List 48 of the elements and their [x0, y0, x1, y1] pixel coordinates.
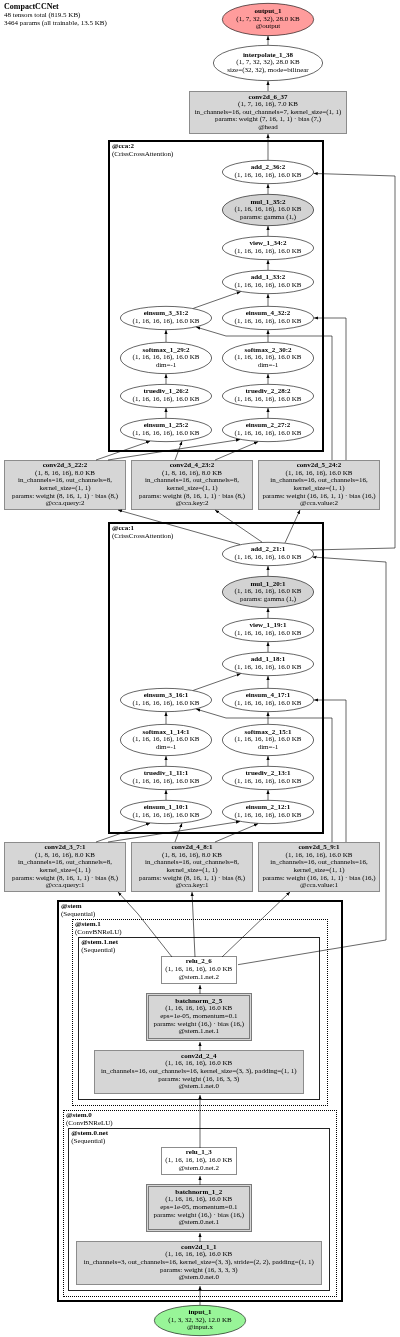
- module-frame: [108, 522, 324, 834]
- layer-box: [160, 955, 237, 984]
- operation-ellipse: [222, 270, 314, 294]
- layer-box: [4, 460, 126, 510]
- operation-ellipse: [222, 652, 314, 676]
- operation-ellipse: [222, 384, 314, 408]
- operation-ellipse: [222, 236, 314, 260]
- diagram-title: CompactCCNet: [4, 2, 59, 11]
- layer-box: [75, 1240, 322, 1285]
- layer-box: [258, 842, 380, 892]
- layer-box: [145, 1183, 252, 1232]
- layer-box: [258, 460, 380, 510]
- module-frame: [72, 919, 328, 1106]
- operation-ellipse: [222, 418, 314, 442]
- operation-ellipse: [120, 306, 212, 330]
- operation-ellipse: [120, 342, 212, 374]
- operation-ellipse: [222, 766, 314, 790]
- operation-ellipse: [120, 418, 212, 442]
- layer-box: [189, 91, 347, 134]
- operation-ellipse: [120, 724, 212, 756]
- operation-ellipse: [222, 800, 314, 824]
- operation-ellipse: [120, 384, 212, 408]
- operation-ellipse: [120, 688, 212, 712]
- operation-ellipse: [120, 800, 212, 824]
- operation-ellipse: [222, 542, 314, 566]
- operation-ellipse: [222, 194, 314, 226]
- operation-ellipse: [222, 724, 314, 756]
- operation-ellipse: [222, 576, 314, 608]
- operation-ellipse: [222, 306, 314, 330]
- layer-box: [160, 1146, 237, 1175]
- module-frame: [78, 937, 321, 1101]
- operation-ellipse: [213, 45, 323, 81]
- operation-ellipse: [222, 342, 314, 374]
- input-ellipse: [154, 1305, 246, 1336]
- operation-ellipse: [222, 618, 314, 642]
- layer-box: [131, 460, 253, 510]
- layer-box: [4, 842, 126, 892]
- operation-ellipse: [222, 160, 314, 184]
- module-frame: [57, 900, 343, 1302]
- module-frame: [68, 1128, 331, 1292]
- output-ellipse: [222, 3, 314, 36]
- module-frame: [63, 1110, 337, 1297]
- layer-box: [131, 842, 253, 892]
- operation-ellipse: [222, 688, 314, 712]
- module-frame: [108, 140, 324, 452]
- layer-box: [93, 1049, 304, 1094]
- layer-box: [145, 992, 252, 1041]
- operation-ellipse: [120, 766, 212, 790]
